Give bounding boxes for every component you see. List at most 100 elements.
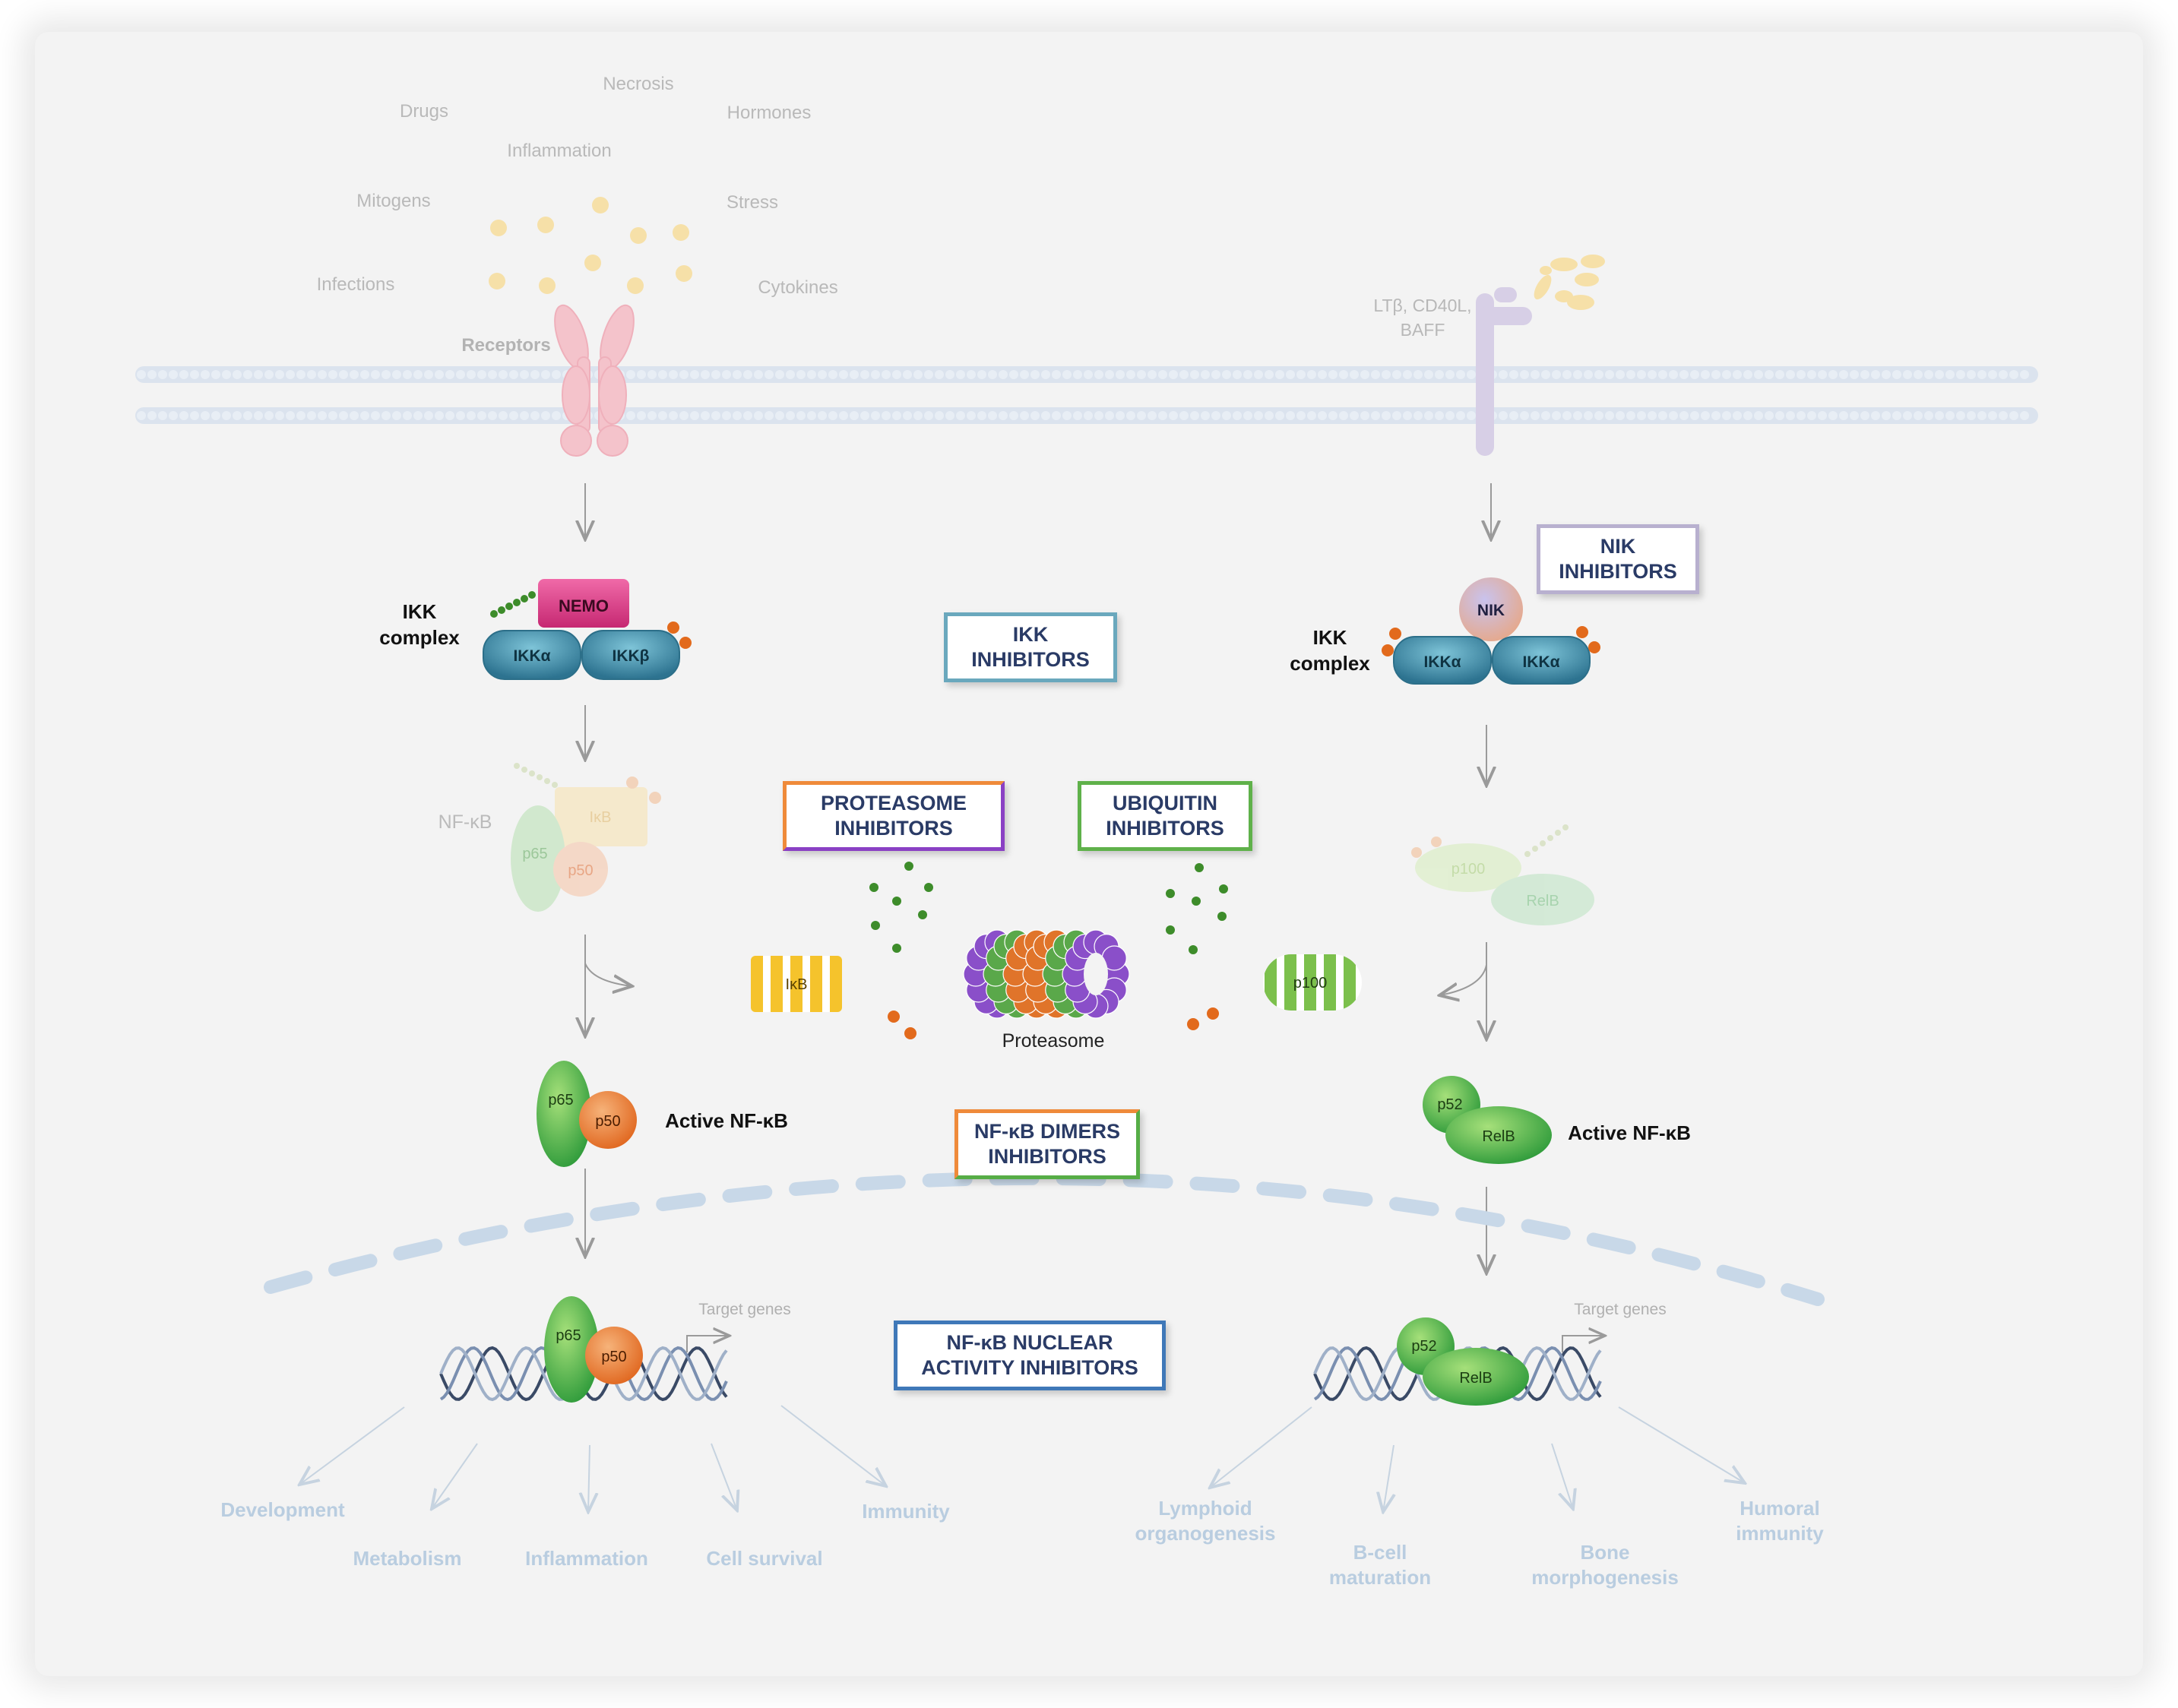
- lipid-head: [1679, 370, 1689, 379]
- lipid-head: [190, 411, 199, 420]
- lipid-head: [913, 411, 923, 420]
- lipid-head: [1690, 411, 1699, 420]
- lipid-head: [1009, 370, 1018, 379]
- lipid-head: [1977, 411, 1986, 420]
- left-ikk-label-line2: complex: [379, 626, 460, 649]
- lipid-head: [1233, 370, 1242, 379]
- lipid-head: [520, 411, 529, 420]
- lipid-head: [1041, 411, 1050, 420]
- lipid-head: [669, 411, 678, 420]
- p65-label: p65: [556, 1327, 581, 1344]
- lipid-head: [1009, 411, 1018, 420]
- ligand-dots: [489, 197, 692, 294]
- lipid-head: [371, 370, 380, 379]
- right-ikk-complex: NIK IKKα IKKα: [1382, 577, 1600, 685]
- lipid-head: [807, 370, 816, 379]
- right-ikk-label-line1: IKK: [1313, 626, 1347, 649]
- lipid-head: [1531, 411, 1540, 420]
- lipid-head: [1371, 411, 1380, 420]
- lipid-head: [1562, 370, 1572, 379]
- lipid-head: [1254, 370, 1263, 379]
- lipid-head: [1860, 411, 1869, 420]
- target-genes-label: Target genes: [698, 1301, 790, 1318]
- lipid-head: [1116, 370, 1125, 379]
- lipid-head: [658, 411, 667, 420]
- lipid-head: [1935, 370, 1944, 379]
- lipid-head: [147, 411, 157, 420]
- p50-label: p50: [601, 1349, 626, 1365]
- lipid-head: [1711, 370, 1721, 379]
- lipid-head: [1562, 411, 1572, 420]
- lipid-head: [2009, 370, 2018, 379]
- noncanonical-ligand-dots: [1534, 255, 1605, 310]
- lipid-head: [1531, 370, 1540, 379]
- target-genes-left: Target genes: [686, 1301, 791, 1352]
- noncanonical-outcome: morphogenesis: [1531, 1566, 1679, 1589]
- lipid-head: [541, 411, 550, 420]
- lipid-head: [1605, 411, 1614, 420]
- lipid-head: [1839, 411, 1848, 420]
- lipid-head: [392, 411, 401, 420]
- noncanonical-outcome: Humoral: [1740, 1497, 1819, 1520]
- p65-label: p65: [522, 846, 547, 862]
- lipid-head: [1882, 411, 1891, 420]
- lipid-head: [1190, 411, 1199, 420]
- lipid-head: [924, 370, 933, 379]
- lipid-head: [1679, 411, 1689, 420]
- lipid-head: [924, 411, 933, 420]
- lipid-head: [1371, 370, 1380, 379]
- lipid-head: [1201, 370, 1210, 379]
- stimulus-drugs: Drugs: [400, 101, 448, 122]
- lipid-head: [733, 370, 742, 379]
- relb-protein: [1445, 1106, 1552, 1164]
- lipid-head: [754, 370, 763, 379]
- lipid-head: [1765, 411, 1774, 420]
- lipid-head: [1243, 411, 1252, 420]
- nuclear-nfkb-canonical: p65 p50: [544, 1296, 643, 1403]
- p100-fragment: [1263, 954, 1362, 1011]
- lipid-head: [456, 370, 465, 379]
- lipid-head: [775, 370, 784, 379]
- lipid-head: [1999, 370, 2008, 379]
- canonical-receptor: [554, 304, 635, 457]
- stimulus-hormones: Hormones: [727, 103, 812, 123]
- lipid-head: [445, 411, 454, 420]
- phosphate-dot: [1389, 628, 1401, 640]
- lipid-head: [509, 411, 518, 420]
- lipid-head: [1924, 370, 1933, 379]
- ubiquitin-fragments: [1166, 863, 1228, 954]
- lipid-head: [339, 411, 348, 420]
- nik-label: NIK: [1477, 602, 1505, 619]
- lipid-head: [1914, 411, 1923, 420]
- lipid-head: [1594, 411, 1603, 420]
- lipid-head: [233, 370, 242, 379]
- lipid-head: [350, 411, 359, 420]
- lipid-head: [882, 411, 891, 420]
- lipid-head: [796, 370, 806, 379]
- lipid-head: [999, 370, 1008, 379]
- lipid-head: [1265, 370, 1274, 379]
- lipid-head: [201, 370, 210, 379]
- active-nfkb-label-left: Active NF-κB: [665, 1109, 788, 1132]
- lipid-head: [488, 370, 497, 379]
- lipid-head: [945, 411, 954, 420]
- ikb-fragment-label: IκB: [786, 976, 808, 993]
- lipid-head: [264, 370, 274, 379]
- lipid-head: [1350, 411, 1359, 420]
- lipid-head: [445, 370, 454, 379]
- inhibitor-label: IKK: [1012, 623, 1049, 646]
- lipid-head: [1052, 370, 1061, 379]
- lipid-head: [520, 370, 529, 379]
- lipid-head: [1882, 370, 1891, 379]
- lipid-head: [435, 370, 444, 379]
- lipid-head: [147, 370, 157, 379]
- lipid-head: [935, 411, 944, 420]
- lipid-head: [137, 370, 146, 379]
- lipid-head: [1520, 370, 1529, 379]
- lipid-head: [1403, 411, 1412, 420]
- lipid-head: [1807, 370, 1816, 379]
- lipid-head: [1541, 370, 1550, 379]
